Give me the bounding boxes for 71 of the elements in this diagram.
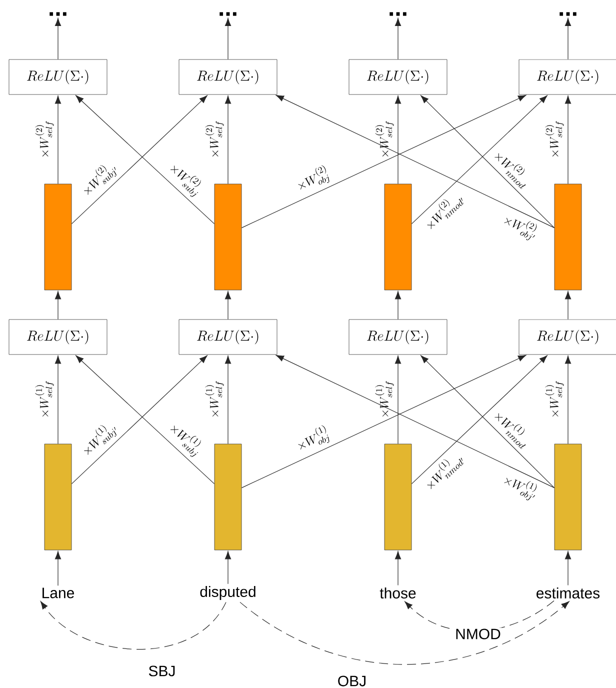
function-box: $ReLU(\Sigma\cdot)$ [518,319,616,355]
weighted-arrow [241,94,526,228]
weight-label: $\times W^{(2)}_{self}$ [205,121,224,156]
weighted-arrow [276,354,555,488]
bar [554,444,582,550]
arrow [54,96,62,184]
edge-label: NMOD [454,628,502,640]
weight-label: $\times W^{(1)}_{self}$ [375,381,394,416]
function-box: $ReLU(\Sigma\cdot)$ [178,319,278,355]
dependency-arc [240,601,570,665]
arrow [224,96,232,184]
edge-label: OBJ [336,674,368,688]
arrow [564,356,572,444]
weight-label: $\times W^{(2)}_{self}$ [545,121,564,156]
bar [214,184,242,290]
weight-label: $\times W^{(1)}_{obj'}$ [504,478,537,500]
arrow [224,356,232,444]
weight-label: $\times W^{(2)}_{self}$ [375,121,394,156]
weight-label: $\times W^{(1)}_{obj}$ [298,425,330,450]
weight-label: $\times W^{(2)}_{obj'}$ [504,218,537,240]
ellipsis: ... [390,12,406,16]
weight-label: $\times W^{(1)}_{subj'}$ [84,425,116,455]
word: Lane [42,588,74,598]
weight-label: $\times W^{(1)}_{subj}$ [170,426,201,457]
ellipsis: ... [560,12,576,16]
arrow [224,18,232,60]
function-box: $ReLU(\Sigma\cdot)$ [178,59,278,95]
word: estimates [536,588,600,598]
word: those [380,588,416,598]
arrow [564,96,572,184]
weight-label: $\times W^{(1)}_{self}$ [35,381,54,416]
function-box: $ReLU(\Sigma\cdot)$ [8,59,108,95]
weight-label: $\times W^{(2)}_{obj}$ [298,165,330,190]
weighted-arrow [276,94,555,228]
arrow [224,551,232,584]
arrow [564,291,572,320]
bar [554,184,582,290]
arrow [54,551,62,586]
edge-label: SBJ [147,664,177,678]
arrow [394,551,402,586]
arrow [54,291,62,320]
function-box: $ReLU(\Sigma\cdot)$ [348,319,448,355]
bar [44,184,72,290]
arrow [394,356,402,444]
function-box: $ReLU(\Sigma\cdot)$ [8,319,108,355]
weight-label: $\times W^{(2)}_{self}$ [35,121,54,156]
weight-label: $\times W^{(1)}_{self}$ [545,381,564,416]
arrow [54,18,62,60]
bar [384,444,412,550]
weight-label: $\times W^{(2)}_{nmod'}$ [427,198,464,230]
arrow [394,96,402,184]
ellipsis: ... [50,12,66,16]
weight-label: $\times W^{(1)}_{nmod'}$ [427,458,464,490]
ellipsis: ... [220,12,236,16]
bar [44,444,72,550]
weight-label: $\times W^{(2)}_{subj}$ [170,166,201,197]
weight-label: $\times W^{(1)}_{self}$ [205,381,224,416]
arrow [394,18,402,60]
arrow [394,291,402,320]
arrow [564,18,572,60]
weight-label: $\times W^{(2)}_{subj'}$ [84,165,116,195]
function-box: $ReLU(\Sigma\cdot)$ [348,59,448,95]
weighted-arrow [241,354,526,488]
bar [214,444,242,550]
dependency-arc [40,601,226,650]
function-box: $ReLU(\Sigma\cdot)$ [518,59,616,95]
arrow [564,551,572,586]
arrow [54,356,62,444]
bar [384,184,412,290]
arrow [224,291,232,320]
word: disputed [200,586,256,600]
